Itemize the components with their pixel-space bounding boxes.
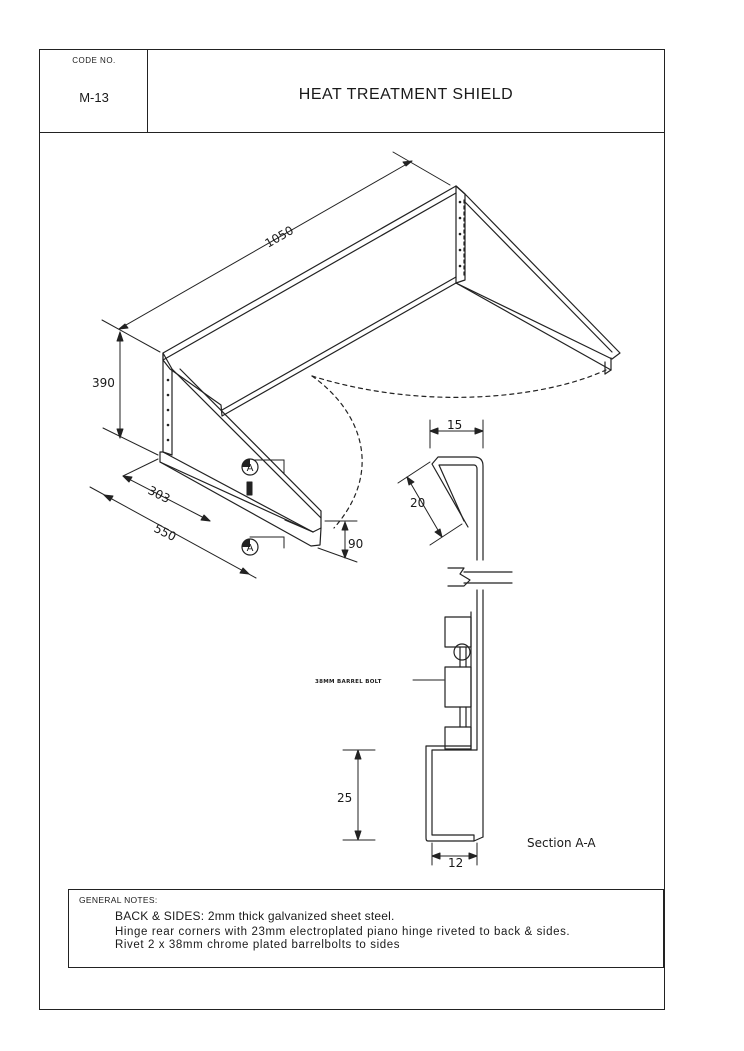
swing-arc-left [311,375,363,529]
dim-lip-width: 15 [447,418,462,432]
barrel-bolt [444,611,472,751]
code-value: M-13 [79,90,109,105]
code-label: CODE NO. [72,56,116,65]
section-lip [431,456,484,561]
code-cell: CODE NO. M-13 [40,50,148,132]
left-side-panel [162,352,173,456]
dim-flange: 90 [348,537,363,551]
section-marker-top: A [241,458,259,476]
dim-bottom-width: 12 [448,856,463,870]
notes-heading: GENERAL NOTES: [79,895,158,905]
back-panel [162,185,466,417]
dim-step: 25 [337,791,352,805]
note-line-2: Hinge rear corners with 23mm electroplat… [115,926,571,938]
section-marker-top-label: A [247,463,254,474]
section-marker-bottom: A [241,538,259,556]
dim-side-depth: 303 [146,483,173,506]
section-foot [425,745,478,842]
title-block: CODE NO. M-13 HEAT TREATMENT SHIELD [39,49,665,133]
right-side-panel [455,185,621,360]
note-line-3: Rivet 2 x 38mm chrome plated barrelbolts… [115,939,401,951]
section-dimensions [342,419,484,866]
isometric-view [159,185,621,547]
rivets [166,200,462,442]
dimension-lines [89,151,451,579]
swing-arc-back [311,369,607,398]
dim-length: 1050 [263,223,296,250]
dim-height: 390 [92,376,115,390]
note-line-1: BACK & SIDES: 2mm thick galvanized sheet… [115,909,395,923]
barrel-bolt-label: 38MM BARREL BOLT [315,679,382,685]
dim-lip-height: 20 [410,496,425,510]
section-view [412,456,513,842]
section-marker-bottom-label: A [247,543,254,554]
left-bottom-flange [159,451,322,547]
drawing-title: HEAT TREATMENT SHIELD [298,86,514,103]
dim-side-length: 550 [152,521,179,544]
general-notes: GENERAL NOTES: BACK & SIDES: 2mm thick g… [68,889,664,968]
section-caption: Section A-A [527,836,596,850]
